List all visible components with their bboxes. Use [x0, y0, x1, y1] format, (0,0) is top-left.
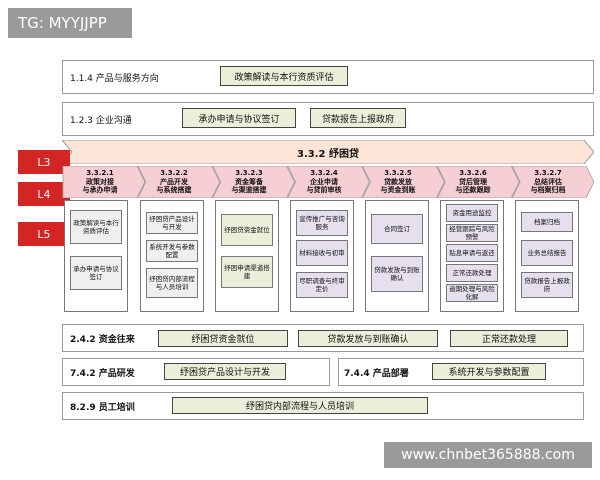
- stage-header[interactable]: 3.3.2.3 资金筹备 与渠道搭建: [217, 166, 281, 198]
- level-badge-l5: L5: [18, 222, 70, 246]
- watermark: www.chnbet365888.com: [384, 442, 592, 468]
- activity-box[interactable]: 系统开发与参数配置: [146, 240, 198, 262]
- stage-title-line: 总结评估: [534, 177, 562, 186]
- stage-chevron: [62, 166, 146, 198]
- banner-title: 3.3.2 纾困贷: [297, 148, 359, 160]
- stage-code: 3.3.2.4: [310, 168, 338, 177]
- process-box[interactable]: 政策解读与本行资质评估: [220, 66, 348, 86]
- stage-title-line: 产品开发: [160, 177, 188, 186]
- level-badge-l4: L4: [18, 182, 70, 206]
- process-box[interactable]: 正常还款处理: [450, 330, 568, 347]
- stage-code: 3.3.2.6: [459, 168, 487, 177]
- stage-title-line: 与还款跟踪: [455, 186, 491, 195]
- stage-title-line: 与档案归档: [530, 186, 566, 195]
- process-box[interactable]: 贷款报告上报政府: [310, 108, 406, 128]
- stage-title-line: 与承办申请: [82, 186, 118, 195]
- stage-title-line: 贷款发放: [384, 177, 412, 186]
- tag-label: TG: MYYJJPP: [8, 8, 132, 38]
- level-badge-l3: L3: [18, 150, 70, 174]
- activity-box[interactable]: 贷款报告上报政府: [521, 272, 573, 298]
- activity-box[interactable]: 宣传推广与咨询服务: [296, 210, 348, 236]
- process-box[interactable]: 贷款发放与到账确认: [298, 330, 438, 347]
- row-label: 1.1.4 产品与服务方向: [70, 74, 159, 84]
- process-box[interactable]: 系统开发与参数配置: [432, 363, 546, 380]
- stage-title-line: 与资金到账: [380, 186, 416, 195]
- stage-code: 3.3.2.5: [384, 168, 412, 177]
- stage-title-line: 资金筹备: [235, 177, 263, 186]
- activity-box[interactable]: 贴息申请与返还: [446, 244, 498, 262]
- stage-chevron: [511, 166, 594, 198]
- activity-box[interactable]: 纾困贷内部流程与人员培训: [146, 268, 198, 298]
- stage-title-line: 与贷前审核: [306, 186, 342, 195]
- activity-box[interactable]: 纾困申请渠道搭建: [221, 256, 273, 288]
- stage-chevron: [287, 166, 370, 198]
- activity-box[interactable]: 资金用途监控: [446, 204, 498, 222]
- row-label: 2.4.2 资金往来: [70, 335, 135, 345]
- stage-chevron: [436, 166, 520, 198]
- activity-box[interactable]: 承办申请与协议签订: [70, 256, 122, 290]
- activity-box[interactable]: 业务总结报告: [521, 240, 573, 266]
- stage-title-line: 政策对接: [86, 177, 114, 186]
- activity-box[interactable]: 纾困贷资金就位: [221, 214, 273, 246]
- stage-title-line: 与系统搭建: [156, 186, 192, 195]
- activity-box[interactable]: 合同签订: [371, 214, 423, 244]
- row-label: 8.2.9 员工培训: [70, 403, 135, 413]
- activity-box[interactable]: 贷款发放与到账确认: [371, 256, 423, 292]
- activity-box[interactable]: 经营跟踪与风险预警: [446, 224, 498, 242]
- stage-code: 3.3.2.7: [534, 168, 562, 177]
- stage-code: 3.3.2.1: [86, 168, 114, 177]
- stage-title-line: 与渠道搭建: [231, 186, 267, 195]
- stage-chevron: [137, 166, 221, 198]
- activity-box[interactable]: 正常还款处理: [446, 264, 498, 282]
- activity-box[interactable]: 政策解读与本行资质评估: [70, 210, 122, 244]
- process-box[interactable]: 纾困贷资金就位: [158, 330, 288, 347]
- banner-arrow: [62, 140, 594, 164]
- stage-header[interactable]: 3.3.2.5 贷款发放 与资金到账: [366, 166, 430, 198]
- activity-box[interactable]: 材料接收与初审: [296, 240, 348, 266]
- stage-header[interactable]: 3.3.2.6 贷后管理 与还款跟踪: [441, 166, 505, 198]
- stage-code: 3.3.2.2: [160, 168, 188, 177]
- process-box[interactable]: 纾困贷产品设计与开发: [164, 363, 286, 380]
- stage-chevron: [212, 166, 296, 198]
- stage-chevron: [361, 166, 445, 198]
- activity-box[interactable]: 逾期处理与风险化解: [446, 284, 498, 302]
- row-label: 7.4.2 产品研发: [70, 369, 135, 379]
- row-label: 7.4.4 产品部署: [344, 369, 409, 379]
- activity-box[interactable]: 尽职调查与终审定价: [296, 272, 348, 298]
- stage-header[interactable]: 3.3.2.1 政策对接 与承办申请: [68, 166, 132, 198]
- stage-code: 3.3.2.3: [235, 168, 263, 177]
- process-box[interactable]: 承办申请与协议签订: [182, 108, 296, 128]
- stage-header[interactable]: 3.3.2.2 产品开发 与系统搭建: [142, 166, 206, 198]
- stage-header[interactable]: 3.3.2.7 总结评估 与档案归档: [516, 166, 580, 198]
- stage-header[interactable]: 3.3.2.4 企业申请 与贷前审核: [292, 166, 356, 198]
- activity-box[interactable]: 纾困贷产品设计与开发: [146, 212, 198, 234]
- stage-chevrons: [62, 166, 594, 198]
- activity-box[interactable]: 档案归档: [521, 212, 573, 232]
- row-label: 1.2.3 企业沟通: [70, 116, 132, 126]
- stage-title-line: 贷后管理: [459, 177, 487, 186]
- stage-title-line: 企业申请: [310, 177, 338, 186]
- process-box[interactable]: 纾困贷内部流程与人员培训: [172, 397, 428, 414]
